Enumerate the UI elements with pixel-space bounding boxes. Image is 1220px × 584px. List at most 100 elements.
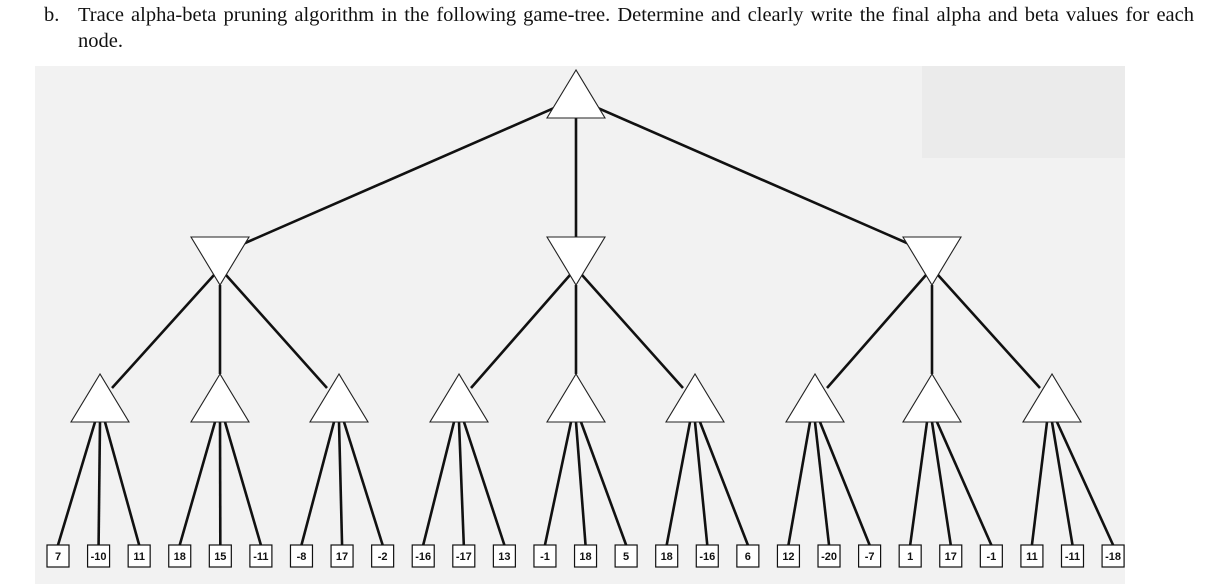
leaf-node: -11 bbox=[1060, 544, 1085, 568]
leaf-node: 15 bbox=[208, 544, 232, 568]
leaf-node: -16 bbox=[695, 544, 719, 568]
leaf-node: 6 bbox=[736, 544, 760, 568]
leaf-box bbox=[817, 544, 841, 568]
max-node-1 bbox=[70, 372, 130, 423]
edge-max-to-leaf-15 bbox=[579, 421, 628, 546]
leaf-value: -16 bbox=[415, 551, 431, 563]
leaf-box bbox=[695, 544, 719, 568]
leaf-box bbox=[371, 544, 395, 568]
leaf-box bbox=[1060, 544, 1085, 568]
leaf-value: 18 bbox=[579, 551, 591, 563]
edge-max-to-leaf-3 bbox=[103, 421, 141, 546]
edge-max-to-leaf-14 bbox=[574, 421, 587, 546]
leaf-node: 7 bbox=[46, 544, 70, 568]
edge-max-to-leaf-18 bbox=[698, 421, 750, 546]
leaf-node: 18 bbox=[655, 544, 679, 568]
edge-max-to-leaf-10 bbox=[421, 421, 456, 546]
leaf-box bbox=[86, 544, 111, 568]
leaf-value: 18 bbox=[174, 551, 186, 563]
leaf-value: -1 bbox=[986, 551, 996, 563]
leaf-node: 12 bbox=[776, 544, 801, 568]
edge-max-to-leaf-8 bbox=[337, 421, 344, 546]
leaf-box bbox=[1101, 544, 1125, 568]
leaf-value: 18 bbox=[661, 551, 673, 563]
leaf-node: 13 bbox=[492, 544, 516, 568]
leaf-node: 11 bbox=[127, 544, 151, 568]
leaf-box bbox=[330, 544, 354, 568]
leaf-box bbox=[208, 544, 232, 568]
leaf-node: -8 bbox=[289, 544, 314, 568]
leaf-box bbox=[533, 544, 557, 568]
leaf-value: 15 bbox=[214, 551, 226, 563]
question-number: b. bbox=[44, 4, 60, 26]
leaf-node: -17 bbox=[452, 544, 476, 568]
leaf-box bbox=[452, 544, 476, 568]
edge-root-to-min-3 bbox=[589, 103, 917, 249]
edge-max-to-leaf-13 bbox=[543, 421, 573, 546]
leaf-node: -10 bbox=[86, 544, 111, 568]
leaf-value: -1 bbox=[540, 551, 550, 563]
edge-min-to-max-9 bbox=[937, 274, 1041, 389]
edge-min-to-max-3 bbox=[225, 274, 328, 389]
leaf-box bbox=[289, 544, 314, 568]
root-max-node bbox=[546, 68, 606, 119]
leaf-value: -10 bbox=[91, 551, 107, 563]
edge-max-to-leaf-24 bbox=[935, 421, 993, 546]
leaf-value: -8 bbox=[297, 551, 307, 563]
leaf-value: 13 bbox=[498, 551, 510, 563]
leaf-box bbox=[46, 544, 70, 568]
leaf-box bbox=[249, 544, 273, 568]
leaf-node: -7 bbox=[857, 544, 882, 568]
leaf-node: 18 bbox=[168, 544, 192, 568]
max-node-4 bbox=[429, 372, 489, 423]
leaf-box bbox=[492, 544, 516, 568]
leaf-box bbox=[1020, 544, 1044, 568]
leaf-value: 1 bbox=[907, 551, 913, 563]
edge-min-to-max-4 bbox=[470, 274, 571, 389]
edge-max-to-leaf-26 bbox=[1050, 421, 1074, 546]
max-node-9 bbox=[1022, 372, 1082, 423]
question-body: Trace alpha-beta pruning algorithm in th… bbox=[78, 4, 1194, 52]
edge-min-to-max-1 bbox=[111, 274, 215, 389]
leaf-value: -16 bbox=[699, 551, 715, 563]
leaf-value: 7 bbox=[55, 551, 61, 563]
edge-max-to-leaf-20 bbox=[813, 421, 831, 546]
leaf-box bbox=[573, 544, 598, 568]
edge-max-to-leaf-25 bbox=[1030, 421, 1049, 546]
edge-max-to-leaf-7 bbox=[300, 421, 336, 546]
leaf-value: 17 bbox=[945, 551, 957, 563]
min-node-1 bbox=[190, 236, 250, 287]
leaf-node: 17 bbox=[939, 544, 963, 568]
edge-max-to-leaf-23 bbox=[930, 421, 953, 546]
edge-root-to-min-1 bbox=[235, 103, 563, 249]
max-node-2 bbox=[190, 372, 250, 423]
leaf-value: -2 bbox=[378, 551, 388, 563]
leaf-value: -11 bbox=[1065, 551, 1080, 563]
max-node-8 bbox=[902, 372, 962, 423]
leaf-box bbox=[939, 544, 963, 568]
leaf-value: -18 bbox=[1105, 551, 1121, 563]
edge-max-to-leaf-12 bbox=[462, 421, 506, 546]
leaf-node: -20 bbox=[817, 544, 841, 568]
leaf-value: 11 bbox=[1026, 551, 1038, 563]
edge-max-to-leaf-27 bbox=[1055, 421, 1115, 546]
edge-min-to-max-7 bbox=[826, 274, 927, 389]
leaf-box bbox=[411, 544, 435, 568]
leaf-value: 17 bbox=[336, 551, 348, 563]
leaf-box bbox=[168, 544, 192, 568]
leaf-box bbox=[979, 544, 1003, 568]
max-node-7 bbox=[785, 372, 845, 423]
leaf-node: -16 bbox=[411, 544, 435, 568]
leaf-box bbox=[776, 544, 801, 568]
edge-min-to-max-6 bbox=[581, 274, 684, 389]
edge-max-to-leaf-9 bbox=[342, 421, 384, 546]
leaf-value: -20 bbox=[821, 551, 837, 563]
question-text-block: b. Trace alpha-beta pruning algorithm in… bbox=[44, 2, 1194, 54]
leaf-node: -11 bbox=[249, 544, 273, 568]
leaf-value: -11 bbox=[253, 551, 268, 563]
leaf-box bbox=[736, 544, 760, 568]
leaf-value: -7 bbox=[865, 551, 875, 563]
leaf-box bbox=[614, 544, 638, 568]
